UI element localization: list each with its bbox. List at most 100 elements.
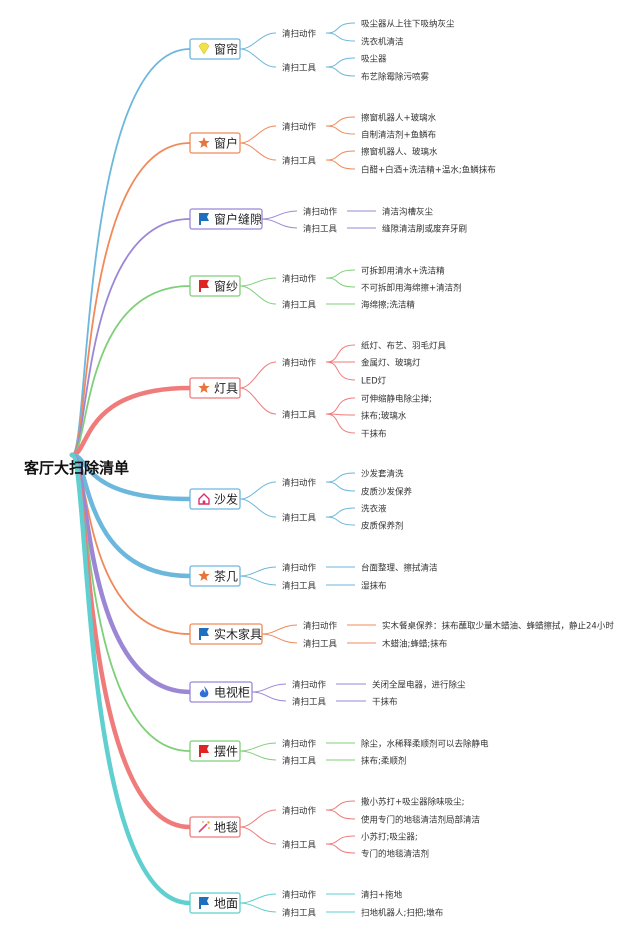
item-edge bbox=[325, 361, 356, 381]
leaf-item: 自制清洁剂+鱼鳞布 bbox=[361, 130, 436, 141]
leaf-item: 纸灯、布艺、羽毛灯具 bbox=[361, 341, 447, 352]
group-label: 清扫工具 bbox=[292, 697, 327, 708]
branch-node[interactable]: 茶几 bbox=[189, 565, 241, 587]
item-edge bbox=[325, 57, 356, 68]
group-edge bbox=[251, 683, 287, 693]
branch-label: 地面 bbox=[214, 897, 238, 911]
group-label: 清扫工具 bbox=[282, 581, 317, 592]
branch-node[interactable]: 电视柜 bbox=[189, 681, 253, 703]
branch-edges bbox=[239, 22, 376, 913]
flag-icon bbox=[199, 897, 209, 909]
branch-node[interactable]: 灯具 bbox=[189, 377, 241, 399]
leaf-item: 金属灯、玻璃灯 bbox=[361, 358, 421, 369]
branch-label: 灯具 bbox=[214, 382, 238, 396]
item-edge bbox=[325, 125, 356, 135]
star-icon bbox=[198, 382, 210, 393]
branch-label: 沙发 bbox=[214, 492, 238, 507]
group-label: 清扫动作 bbox=[282, 478, 317, 489]
group-label: 清扫动作 bbox=[282, 563, 317, 574]
branch-node[interactable]: 沙发 bbox=[189, 488, 241, 510]
group-edge bbox=[239, 575, 277, 586]
group-edge bbox=[239, 277, 277, 287]
group-label: 清扫工具 bbox=[282, 756, 317, 767]
group-edge bbox=[261, 218, 298, 229]
leaf-item: 干抹布 bbox=[372, 697, 398, 708]
flag-icon bbox=[199, 213, 209, 225]
item-edge bbox=[325, 116, 356, 127]
leaf-item: 吸尘器从上往下吸纳灰尘 bbox=[361, 19, 455, 30]
group-edge bbox=[239, 142, 277, 161]
group-label: 清扫工具 bbox=[282, 156, 317, 167]
leaf-item: 台面整理、擦拭清洁 bbox=[361, 563, 438, 574]
leaf-item: 关闭全屋电器，进行除尘 bbox=[372, 680, 466, 691]
home-icon bbox=[198, 493, 210, 505]
branch-edge bbox=[71, 142, 191, 456]
leaf-item: 可拆卸用清水+洗洁精 bbox=[361, 266, 445, 277]
branch-node[interactable]: 摆件 bbox=[189, 740, 241, 762]
leaf-item: 沙发套清洗 bbox=[361, 469, 404, 480]
item-edge bbox=[325, 800, 356, 811]
group-label: 清扫工具 bbox=[282, 63, 317, 74]
item-edge bbox=[325, 277, 356, 288]
leaf-item: 皮质保养剂 bbox=[361, 521, 404, 532]
branch-label: 窗帘 bbox=[214, 42, 238, 57]
leaf-item: 小苏打;吸尘器; bbox=[361, 832, 418, 843]
group-edge bbox=[239, 498, 277, 518]
group-edge bbox=[239, 893, 277, 904]
flag-icon bbox=[199, 628, 209, 640]
group-edge bbox=[239, 387, 277, 415]
leaf-item: 擦窗机器人、玻璃水 bbox=[361, 147, 438, 158]
item-edge bbox=[325, 809, 356, 820]
branch-edge bbox=[69, 385, 193, 458]
group-edge bbox=[261, 210, 298, 220]
group-label: 清扫动作 bbox=[282, 358, 317, 369]
root-edges bbox=[69, 48, 193, 906]
group-label: 清扫动作 bbox=[282, 739, 317, 750]
group-edge bbox=[261, 624, 298, 635]
group-label: 清扫工具 bbox=[282, 300, 317, 311]
leaf-item: 布艺除霉除污喷雾 bbox=[361, 72, 430, 83]
leaf-item: 干抹布 bbox=[361, 429, 387, 440]
group-edge bbox=[239, 826, 277, 845]
flag-icon bbox=[199, 280, 209, 292]
branch-node[interactable]: 地面 bbox=[189, 892, 241, 914]
group-label: 清扫工具 bbox=[303, 639, 338, 650]
gem-icon bbox=[198, 42, 210, 55]
leaf-item: 湿抹布 bbox=[361, 581, 387, 592]
leaf-item: 洗衣机清洁 bbox=[361, 37, 404, 48]
root-title: 客厅大扫除清单 bbox=[23, 459, 129, 477]
leaf-item: 可伸缩静电除尘掸; bbox=[361, 394, 432, 405]
star-icon bbox=[198, 570, 210, 581]
branch-edge bbox=[69, 452, 193, 906]
leaf-item: 专门的地毯清洁剂 bbox=[361, 849, 429, 860]
item-edge bbox=[325, 269, 356, 279]
flag-icon bbox=[199, 745, 209, 757]
item-edge bbox=[325, 159, 356, 170]
group-edge bbox=[251, 691, 287, 702]
branch-node[interactable]: 实木家具 bbox=[189, 623, 263, 645]
leaf-item: 皮质沙发保养 bbox=[361, 487, 413, 498]
group-label: 清扫动作 bbox=[282, 122, 317, 133]
wand-icon bbox=[198, 821, 210, 833]
group-edge bbox=[239, 285, 277, 305]
branch-node[interactable]: 地毯 bbox=[189, 816, 241, 838]
item-edge bbox=[325, 835, 356, 845]
leaf-item: 实木餐桌保养：抹布蘸取少量木蜡油、蜂蜡擦拭，静止24小时 bbox=[382, 621, 614, 632]
branch-node[interactable]: 窗户 bbox=[189, 132, 241, 154]
leaf-item: 撒小苏打+吸尘器除味吸尘; bbox=[361, 797, 465, 808]
leaf-item: 缝隙清洁刷或废弃牙刷 bbox=[382, 224, 467, 235]
group-edge bbox=[239, 809, 277, 828]
group-edge bbox=[239, 902, 277, 913]
branch-label: 窗纱 bbox=[214, 280, 238, 294]
group-edge bbox=[239, 32, 277, 50]
branch-node[interactable]: 窗帘 bbox=[189, 38, 241, 60]
item-edge bbox=[325, 32, 356, 42]
branch-node[interactable]: 窗户缝隙 bbox=[189, 208, 263, 230]
group-edge bbox=[239, 361, 277, 389]
item-edge bbox=[325, 843, 356, 854]
item-edge bbox=[325, 150, 356, 161]
group-edge bbox=[239, 125, 277, 144]
branch-node-box bbox=[189, 132, 241, 154]
branch-node[interactable]: 窗纱 bbox=[189, 275, 241, 297]
leaf-item: 木蜡油;蜂蜡;抹布 bbox=[382, 639, 447, 650]
